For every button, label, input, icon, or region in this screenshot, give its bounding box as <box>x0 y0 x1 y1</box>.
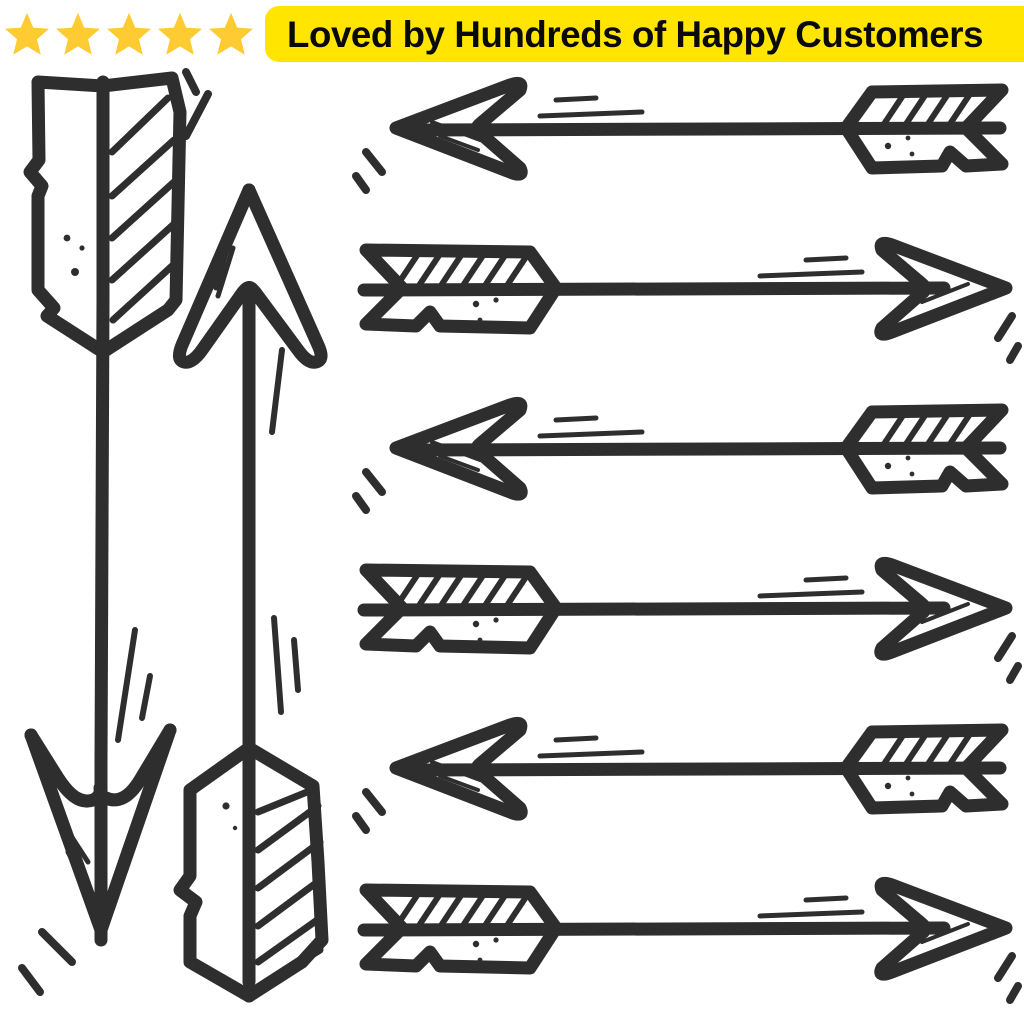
star-icon <box>107 12 151 55</box>
arrow-row-2 <box>357 236 1022 364</box>
headline-text: Loved by Hundreds of Happy Customers <box>287 13 984 55</box>
arrow-row-6 <box>357 876 1022 1004</box>
headline-banner: Loved by Hundreds of Happy Customers <box>265 6 1024 62</box>
arrow-row-1 <box>352 76 1009 194</box>
large-down-arrow <box>18 68 212 996</box>
large-up-arrow <box>172 183 329 1003</box>
star-icon <box>5 12 49 55</box>
review-badge: Loved by Hundreds of Happy Customers <box>0 0 1024 68</box>
star-rating <box>2 10 256 58</box>
arrow-row-5 <box>352 716 1009 834</box>
star-icon <box>56 12 100 55</box>
arrow-row-4 <box>357 556 1022 684</box>
arrow-row-3 <box>352 396 1009 514</box>
star-icon <box>209 12 253 55</box>
star-icon <box>158 12 202 55</box>
